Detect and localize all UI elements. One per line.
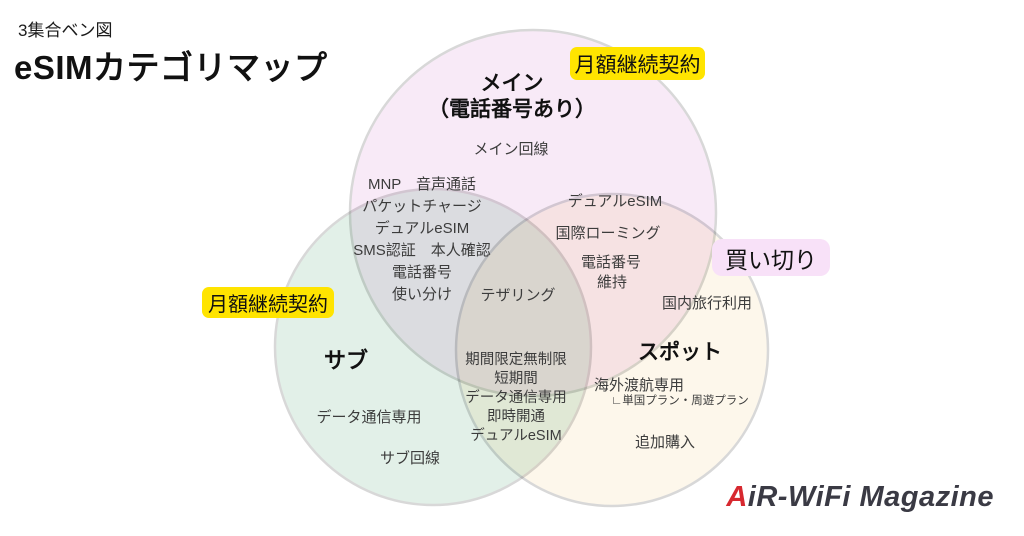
overlap-sub-spot-item: 即時開通 [487, 409, 545, 425]
main-set-title-line2: （電話番号あり） [428, 98, 596, 121]
spot-set-subitem: ∟単国プラン・周遊プラン [611, 395, 749, 407]
overlap-center-item: テザリング [480, 287, 556, 304]
overlap-sub-spot-item: データ通信専用 [465, 390, 567, 406]
badge-monthly-contract-left: 月額継続契約 [202, 287, 334, 318]
spot-set-title: スポット [638, 341, 722, 364]
badge-monthly-contract-left-label: 月額継続契約 [208, 294, 328, 316]
brand-logo: AiR-WiFi Magazine [726, 481, 994, 514]
overlap-main-sub-item: 使い分け [391, 286, 453, 303]
page-title: eSIMカテゴリマップ [14, 49, 328, 86]
circle-spot [454, 192, 770, 508]
overlap-main-spot-item: 維持 [596, 274, 628, 291]
overlap-sub-spot: 期間限定無制限 短期間 データ通信専用 即時開通 デュアルeSIM [465, 351, 567, 446]
sub-set-item: データ通信専用 [316, 409, 422, 426]
overlap-main-sub-item: SMS認証 本人確認 [353, 242, 491, 259]
overlap-main-sub-item: パケットチャージ [362, 198, 482, 215]
brand-logo-accent: A [726, 481, 748, 513]
overlap-sub-spot-item: 期間限定無制限 [465, 352, 567, 368]
sub-set-title: サブ [323, 348, 369, 373]
badge-buy-once: 買い切り [712, 239, 830, 276]
overlap-sub-spot-item: 短期間 [494, 371, 538, 387]
badge-buy-once-label: 買い切り [725, 246, 817, 273]
overlap-main-sub-item: デュアルeSIM [374, 220, 470, 237]
overlap-sub-spot-item: デュアルeSIM [470, 428, 562, 444]
spot-set-item: 海外渡航専用 [594, 377, 685, 394]
spot-set-item: 国内旅行利用 [661, 295, 753, 312]
main-set-item: メイン回線 [473, 141, 549, 158]
badge-monthly-contract-top-label: 月額継続契約 [574, 53, 701, 77]
brand-logo-text: iR-WiFi Magazine [747, 481, 994, 513]
spot-set-item: 追加購入 [634, 434, 696, 451]
badge-monthly-contract-top: 月額継続契約 [570, 47, 705, 80]
overlap-main-sub: MNP 音声通話 パケットチャージ デュアルeSIM SMS認証 本人確認 電話… [353, 174, 491, 306]
overlap-main-spot-item: 電話番号 [580, 254, 642, 271]
main-set-title: メイン （電話番号あり） [428, 71, 596, 123]
overlap-main-sub-item: 電話番号 [391, 264, 453, 281]
diagram-type-label: 3集合ベン図 [18, 21, 113, 40]
overlap-main-sub-item: MNP 音声通話 [367, 176, 477, 193]
main-set-title-line1: メイン [480, 72, 544, 95]
overlap-main-spot-item: 国際ローミング [555, 225, 661, 242]
overlap-main-spot-item: デュアルeSIM [567, 193, 663, 210]
sub-set-item: サブ回線 [379, 450, 441, 467]
